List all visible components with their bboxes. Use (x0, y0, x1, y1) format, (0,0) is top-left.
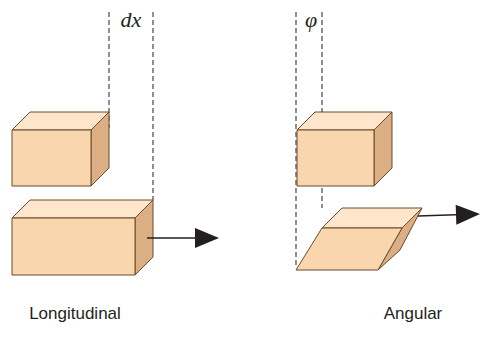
caption-label: Longitudinal (29, 305, 121, 322)
caption-label: Angular (384, 305, 443, 322)
sheared-block (296, 208, 422, 270)
dimension-label: dx (121, 9, 142, 31)
cube-left-stretched (12, 200, 153, 275)
cube-right-top (297, 112, 392, 186)
force-arrow (147, 237, 217, 239)
force-arrow (418, 214, 478, 216)
angle-label: φ (305, 9, 317, 31)
cube-left-top (12, 112, 109, 186)
